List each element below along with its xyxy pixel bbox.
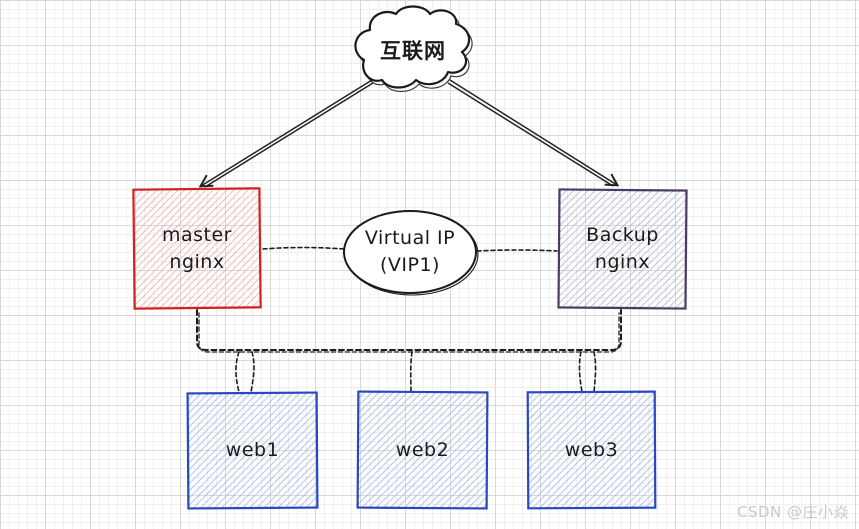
drop-to-web3-b xyxy=(593,351,597,393)
internet-cloud xyxy=(354,5,473,93)
arrow-internet-to-backup xyxy=(447,79,617,187)
backup-nginx-box xyxy=(557,188,688,310)
drop-to-web1-b xyxy=(250,351,255,393)
nginx-to-web-bus xyxy=(196,309,622,353)
drop-to-web2 xyxy=(409,351,413,393)
bus-drops xyxy=(235,351,597,393)
web3-box xyxy=(526,390,657,510)
arrow-internet-to-master xyxy=(201,79,374,188)
link-master-to-vip xyxy=(262,246,345,250)
virtual-ip-ellipse xyxy=(343,210,479,296)
drop-to-web3-a xyxy=(578,351,583,393)
web2-box xyxy=(356,390,489,510)
master-nginx-box xyxy=(132,187,262,310)
web1-box xyxy=(186,391,319,510)
drop-to-web1-a xyxy=(235,351,240,393)
link-vip-to-backup xyxy=(476,249,558,252)
